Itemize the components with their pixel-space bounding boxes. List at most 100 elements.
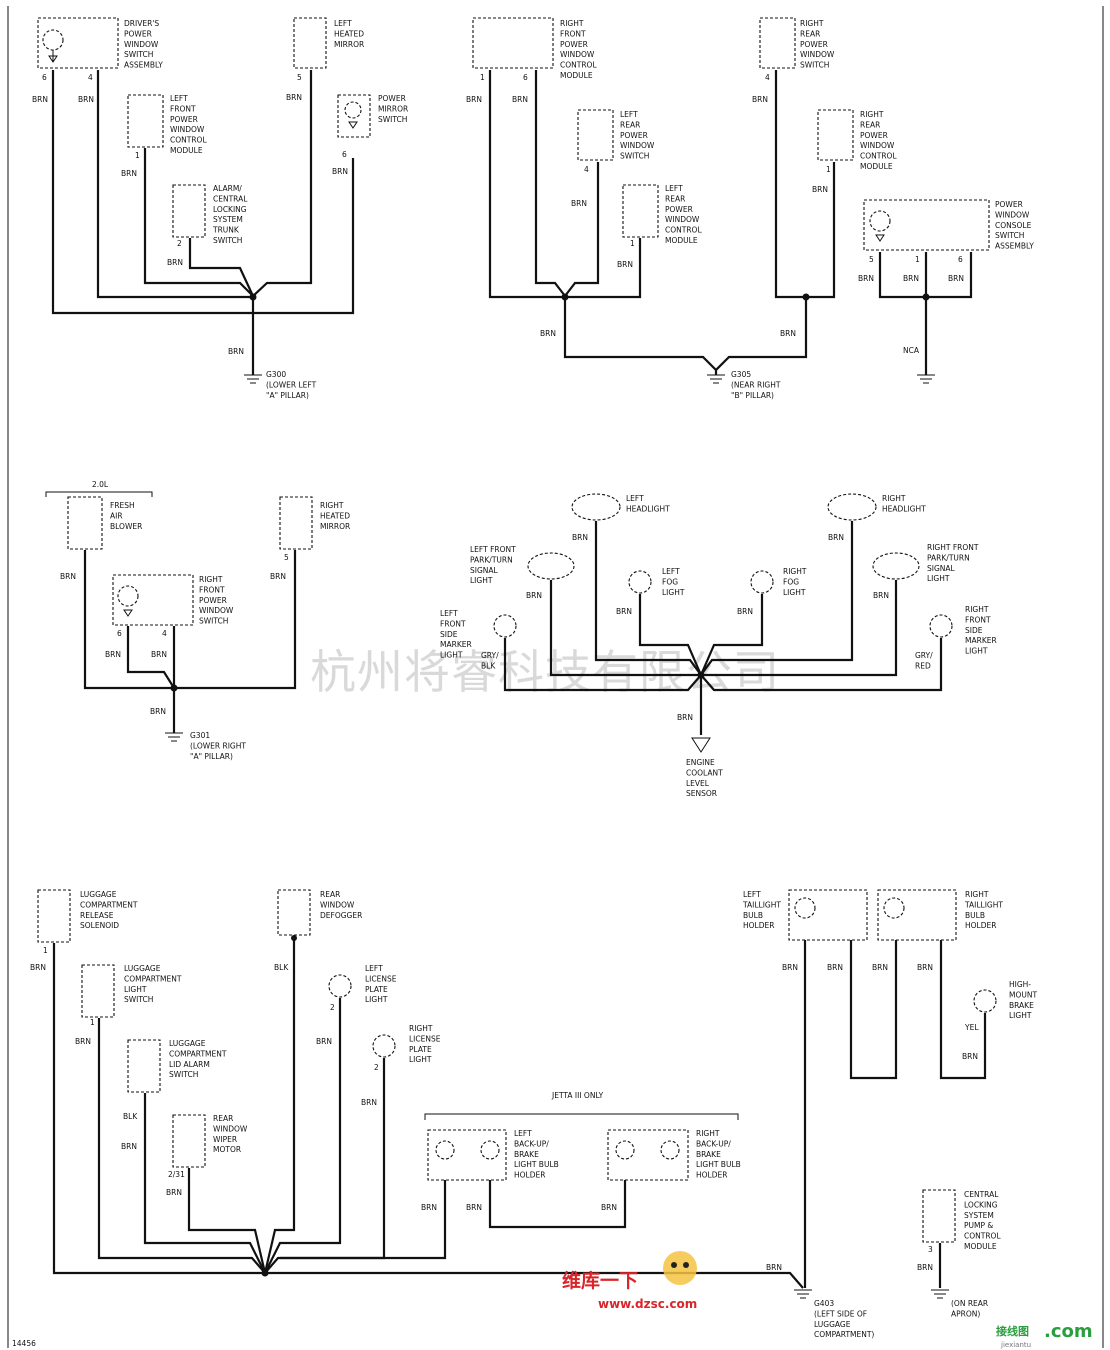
- wire-blower: [83, 550, 174, 690]
- wire-left-marker: [503, 638, 702, 692]
- label-line: BACK-UP/: [696, 1139, 731, 1148]
- label-line: RIGHT: [320, 501, 344, 510]
- label-line: SWITCH: [995, 231, 1024, 240]
- label-line: LIGHT: [409, 1055, 432, 1064]
- mascot-icon: [663, 1251, 697, 1285]
- wire-right-fog: [699, 594, 764, 676]
- wire-color-label: BRN: [228, 347, 244, 356]
- ground-icon: [707, 374, 725, 384]
- wire-color-label: BRN: [873, 591, 889, 600]
- label-line: WINDOW: [665, 215, 700, 224]
- wire-rr-module: [806, 162, 836, 299]
- label-line: MIRROR: [378, 104, 408, 113]
- label-line: COOLANT: [686, 768, 723, 777]
- wire-color-label: BRN: [150, 707, 166, 716]
- engine-note: 2.0L: [92, 480, 109, 489]
- wire-color-label: BRN: [872, 963, 888, 972]
- label-line: COMPARTMENT: [169, 1049, 227, 1058]
- label-line: REAR: [620, 120, 640, 129]
- right-front-pw-module-box: [472, 17, 554, 69]
- label-line: DRIVER'S: [124, 19, 159, 28]
- left-taillight-box: [788, 889, 868, 941]
- left-front-pw-module-box: [127, 94, 164, 148]
- figure-id: 14456: [12, 1339, 36, 1348]
- bulb-icon: [480, 1140, 500, 1160]
- ground-icon: [917, 374, 935, 384]
- wire-color-label: BRN: [512, 95, 528, 104]
- wire-color-label: BRN: [316, 1037, 332, 1046]
- wire-right-park: [701, 580, 898, 677]
- pin-label: 2/31: [168, 1170, 185, 1179]
- label-line: LUGGAGE: [124, 964, 161, 973]
- label-line: POWER: [620, 131, 648, 140]
- switch-contact-icon: [117, 585, 139, 607]
- pin-label: 1: [43, 946, 48, 955]
- wire-lr-module: [565, 238, 642, 299]
- label-line: TAILLIGHT: [964, 900, 1003, 909]
- right-rear-pw-switch-box: [759, 17, 796, 69]
- label-line: (NEAR RIGHT: [731, 380, 781, 389]
- wire-color-label: BRN: [948, 274, 964, 283]
- label-line: SWITCH: [620, 152, 649, 161]
- label-line: G403: [814, 1299, 834, 1308]
- label-line: RIGHT: [199, 575, 223, 584]
- wire-color-label: BRN: [151, 650, 167, 659]
- label-line: SWITCH: [169, 1070, 198, 1079]
- wire-color-label: GRY/BLK: [481, 651, 499, 670]
- label-line: LIGHT BULB: [696, 1160, 741, 1169]
- label-line: CONTROL: [560, 61, 597, 70]
- label-line: ENGINE: [686, 758, 715, 767]
- label-line: POWER: [665, 205, 693, 214]
- right-front-pw-switch-box: [112, 574, 194, 626]
- wire-color-label: BRN: [616, 607, 632, 616]
- label-line: SIDE: [440, 630, 458, 639]
- wire-mirror-switch: [253, 158, 355, 315]
- label-line: LIGHT: [124, 985, 147, 994]
- label-line: SYSTEM: [213, 215, 243, 224]
- splice-dot: [261, 1269, 269, 1277]
- label-line: POWER: [124, 29, 152, 38]
- label-line: HEADLIGHT: [626, 504, 670, 513]
- splice-dot: [561, 293, 569, 301]
- label-line: COMPARTMENT: [124, 974, 182, 983]
- wire-console-pin5: [878, 252, 926, 299]
- label-line: LEFT: [662, 567, 680, 576]
- wire-color-label: BRN: [917, 1263, 933, 1272]
- label-line: SWITCH: [378, 115, 407, 124]
- right-heated-mirror-box: [279, 496, 313, 550]
- wire-lug-release: [52, 943, 265, 1275]
- label-line: RIGHT: [696, 1129, 720, 1138]
- label-line: LEFT: [334, 19, 352, 28]
- right-fog-light-icon: [750, 570, 774, 594]
- wire-color-label: BRN: [121, 169, 137, 178]
- left-rear-pw-switch-box: [577, 109, 614, 161]
- right-rear-pw-module-box: [817, 109, 854, 161]
- splice-dot: [922, 293, 930, 301]
- label-line: LUGGAGE: [80, 890, 117, 899]
- power-mirror-switch-box: [337, 94, 371, 138]
- label-line: SWITCH: [199, 617, 228, 626]
- label-line: PUMP &: [964, 1221, 993, 1230]
- wire-right-license: [264, 1058, 386, 1274]
- label-line: BLOWER: [110, 522, 142, 531]
- label-line: SIDE: [965, 626, 983, 635]
- label-line: BRAKE: [1009, 1001, 1034, 1010]
- left-rear-pw-module-box: [622, 184, 659, 238]
- label-line: SIGNAL: [470, 566, 499, 575]
- label-line: RIGHT: [800, 19, 824, 28]
- bulb-icon: [660, 1140, 680, 1160]
- wire-color-label: BRN: [601, 1203, 617, 1212]
- switch-contact-icon: [869, 210, 891, 232]
- label-line: COMPARTMENT): [814, 1330, 874, 1339]
- mascot-eye-icon: [683, 1262, 689, 1268]
- wire-color-label: BRN: [466, 1203, 482, 1212]
- label-line: LIGHT: [965, 647, 988, 656]
- fresh-air-blower-box: [67, 496, 103, 550]
